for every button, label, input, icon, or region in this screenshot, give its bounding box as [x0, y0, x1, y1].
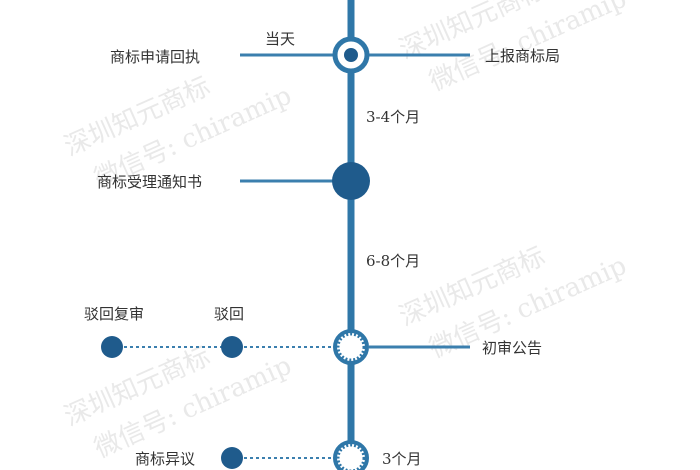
node-acceptance — [332, 162, 370, 200]
label-opposition: 商标异议 — [135, 450, 196, 468]
node-rejection — [221, 336, 243, 358]
label-report-office: 上报商标局 — [485, 47, 561, 65]
node-rejection-review — [101, 336, 123, 358]
node-opposition-side — [221, 447, 243, 469]
label-acceptance-notice: 商标受理通知书 — [97, 173, 203, 191]
label-apply-receipt: 商标申请回执 — [110, 48, 201, 66]
node-opposition — [333, 440, 369, 470]
node-prelim-inner-dash — [336, 332, 366, 362]
label-rejection-review: 驳回复审 — [84, 305, 145, 323]
label-months-3: 3个月 — [382, 450, 422, 468]
node-prelim-announcement — [333, 329, 369, 365]
label-rejection: 驳回 — [214, 305, 245, 323]
node-opposition-inner-dash — [336, 443, 366, 470]
label-same-day: 当天 — [265, 30, 296, 48]
label-months-3-4: 3-4个月 — [366, 108, 421, 126]
label-months-6-8: 6-8个月 — [366, 252, 421, 270]
node-report-center — [344, 48, 358, 62]
label-prelim-announcement: 初审公告 — [482, 339, 543, 357]
